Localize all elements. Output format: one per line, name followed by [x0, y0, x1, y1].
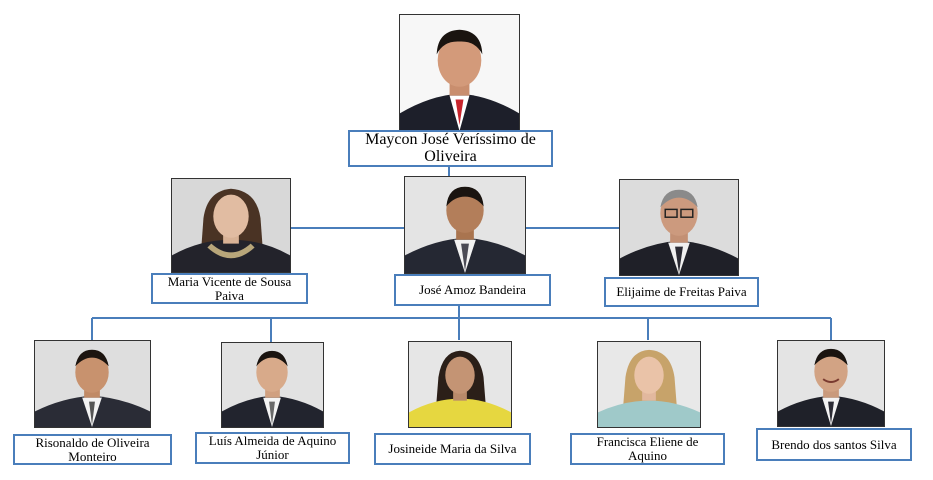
name-box-elijaime: Elijaime de Freitas Paiva [604, 277, 759, 307]
woman-yellow-top-photo-icon [409, 342, 511, 427]
photo-francisca [597, 341, 701, 428]
photo-luis [221, 342, 324, 428]
older-man-glasses-photo-icon [620, 180, 738, 275]
photo-elijaime [619, 179, 739, 276]
name-box-maycon: Maycon José Veríssimo de Oliveira [348, 130, 553, 167]
name-box-maria: Maria Vicente de Sousa Paiva [151, 273, 308, 304]
man-suit-photo-icon [35, 341, 150, 427]
man-suit-photo-icon [222, 343, 323, 427]
photo-josineide [408, 341, 512, 428]
name-box-francisca: Francisca Eliene de Aquino [570, 433, 725, 465]
photo-maria [171, 178, 291, 273]
name-josineide: Josineide Maria da Silva [388, 441, 517, 457]
photo-maycon [399, 14, 520, 132]
photo-brendo [777, 340, 885, 427]
name-brendo: Brendo dos santos Silva [771, 436, 897, 452]
photo-risonaldo [34, 340, 151, 428]
woman-blonde-photo-icon [598, 342, 700, 427]
name-luis: Luís Almeida de Aquino Júnior [208, 433, 337, 462]
woman-necklace-photo-icon [172, 179, 290, 272]
name-box-luis: Luís Almeida de Aquino Júnior [195, 432, 350, 464]
name-risonaldo: Risonaldo de Oliveira Monteiro [35, 434, 150, 464]
photo-jose [404, 176, 526, 274]
smiling-man-suit-photo-icon [778, 341, 884, 426]
name-box-brendo: Brendo dos santos Silva [756, 428, 912, 461]
name-elijaime: Elijaime de Freitas Paiva [616, 284, 747, 300]
name-maycon: Maycon José Veríssimo de Oliveira [365, 130, 536, 165]
name-box-josineide: Josineide Maria da Silva [374, 433, 531, 465]
name-box-risonaldo: Risonaldo de Oliveira Monteiro [13, 434, 172, 465]
man-suit-red-tie-photo-icon [400, 15, 519, 131]
name-box-jose: José Amoz Bandeira [394, 274, 551, 306]
name-francisca: Francisca Eliene de Aquino [596, 434, 699, 463]
name-maria: Maria Vicente de Sousa Paiva [167, 273, 292, 303]
man-suit-patterned-tie-photo-icon [405, 177, 525, 273]
name-jose: José Amoz Bandeira [419, 282, 526, 298]
